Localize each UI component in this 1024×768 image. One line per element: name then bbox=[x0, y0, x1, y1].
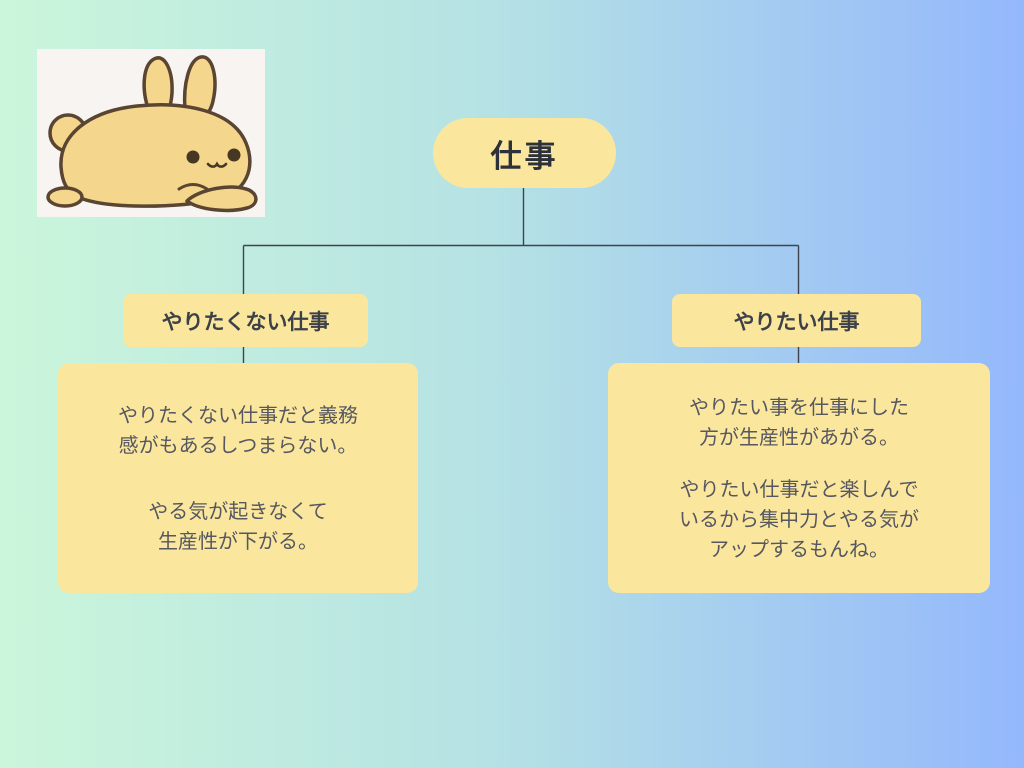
wanted-work-paragraph-2: やりたい仕事だと楽しんで いるから集中力とやる気が アップするもんね。 bbox=[679, 477, 919, 561]
node-root-label: 仕事 bbox=[490, 138, 559, 175]
unwanted-work-paragraph-2: やる気が起きなくて 生産性が下がる。 bbox=[148, 499, 328, 553]
bunny-photo bbox=[37, 49, 265, 217]
wanted-work-paragraph-1: やりたい事を仕事にした 方が生産性があがる。 bbox=[689, 395, 909, 449]
node-unwanted-work-label: やりたくない仕事 bbox=[161, 309, 330, 334]
unwanted-work-paragraph-1: やりたくない仕事だと義務 感がもあるしつまらない。 bbox=[118, 403, 358, 457]
detail-box-unwanted-work: やりたくない仕事だと義務 感がもあるしつまらない。 やる気が起きなくて 生産性が… bbox=[58, 363, 418, 593]
node-root-work: 仕事 bbox=[433, 118, 616, 188]
bunny-illustration bbox=[46, 55, 258, 213]
node-unwanted-work: やりたくない仕事 bbox=[123, 294, 368, 347]
detail-box-wanted-work: やりたい事を仕事にした 方が生産性があがる。 やりたい仕事だと楽しんで いるから… bbox=[608, 363, 990, 593]
node-wanted-work: やりたい仕事 bbox=[672, 294, 921, 347]
node-wanted-work-label: やりたい仕事 bbox=[733, 309, 860, 334]
